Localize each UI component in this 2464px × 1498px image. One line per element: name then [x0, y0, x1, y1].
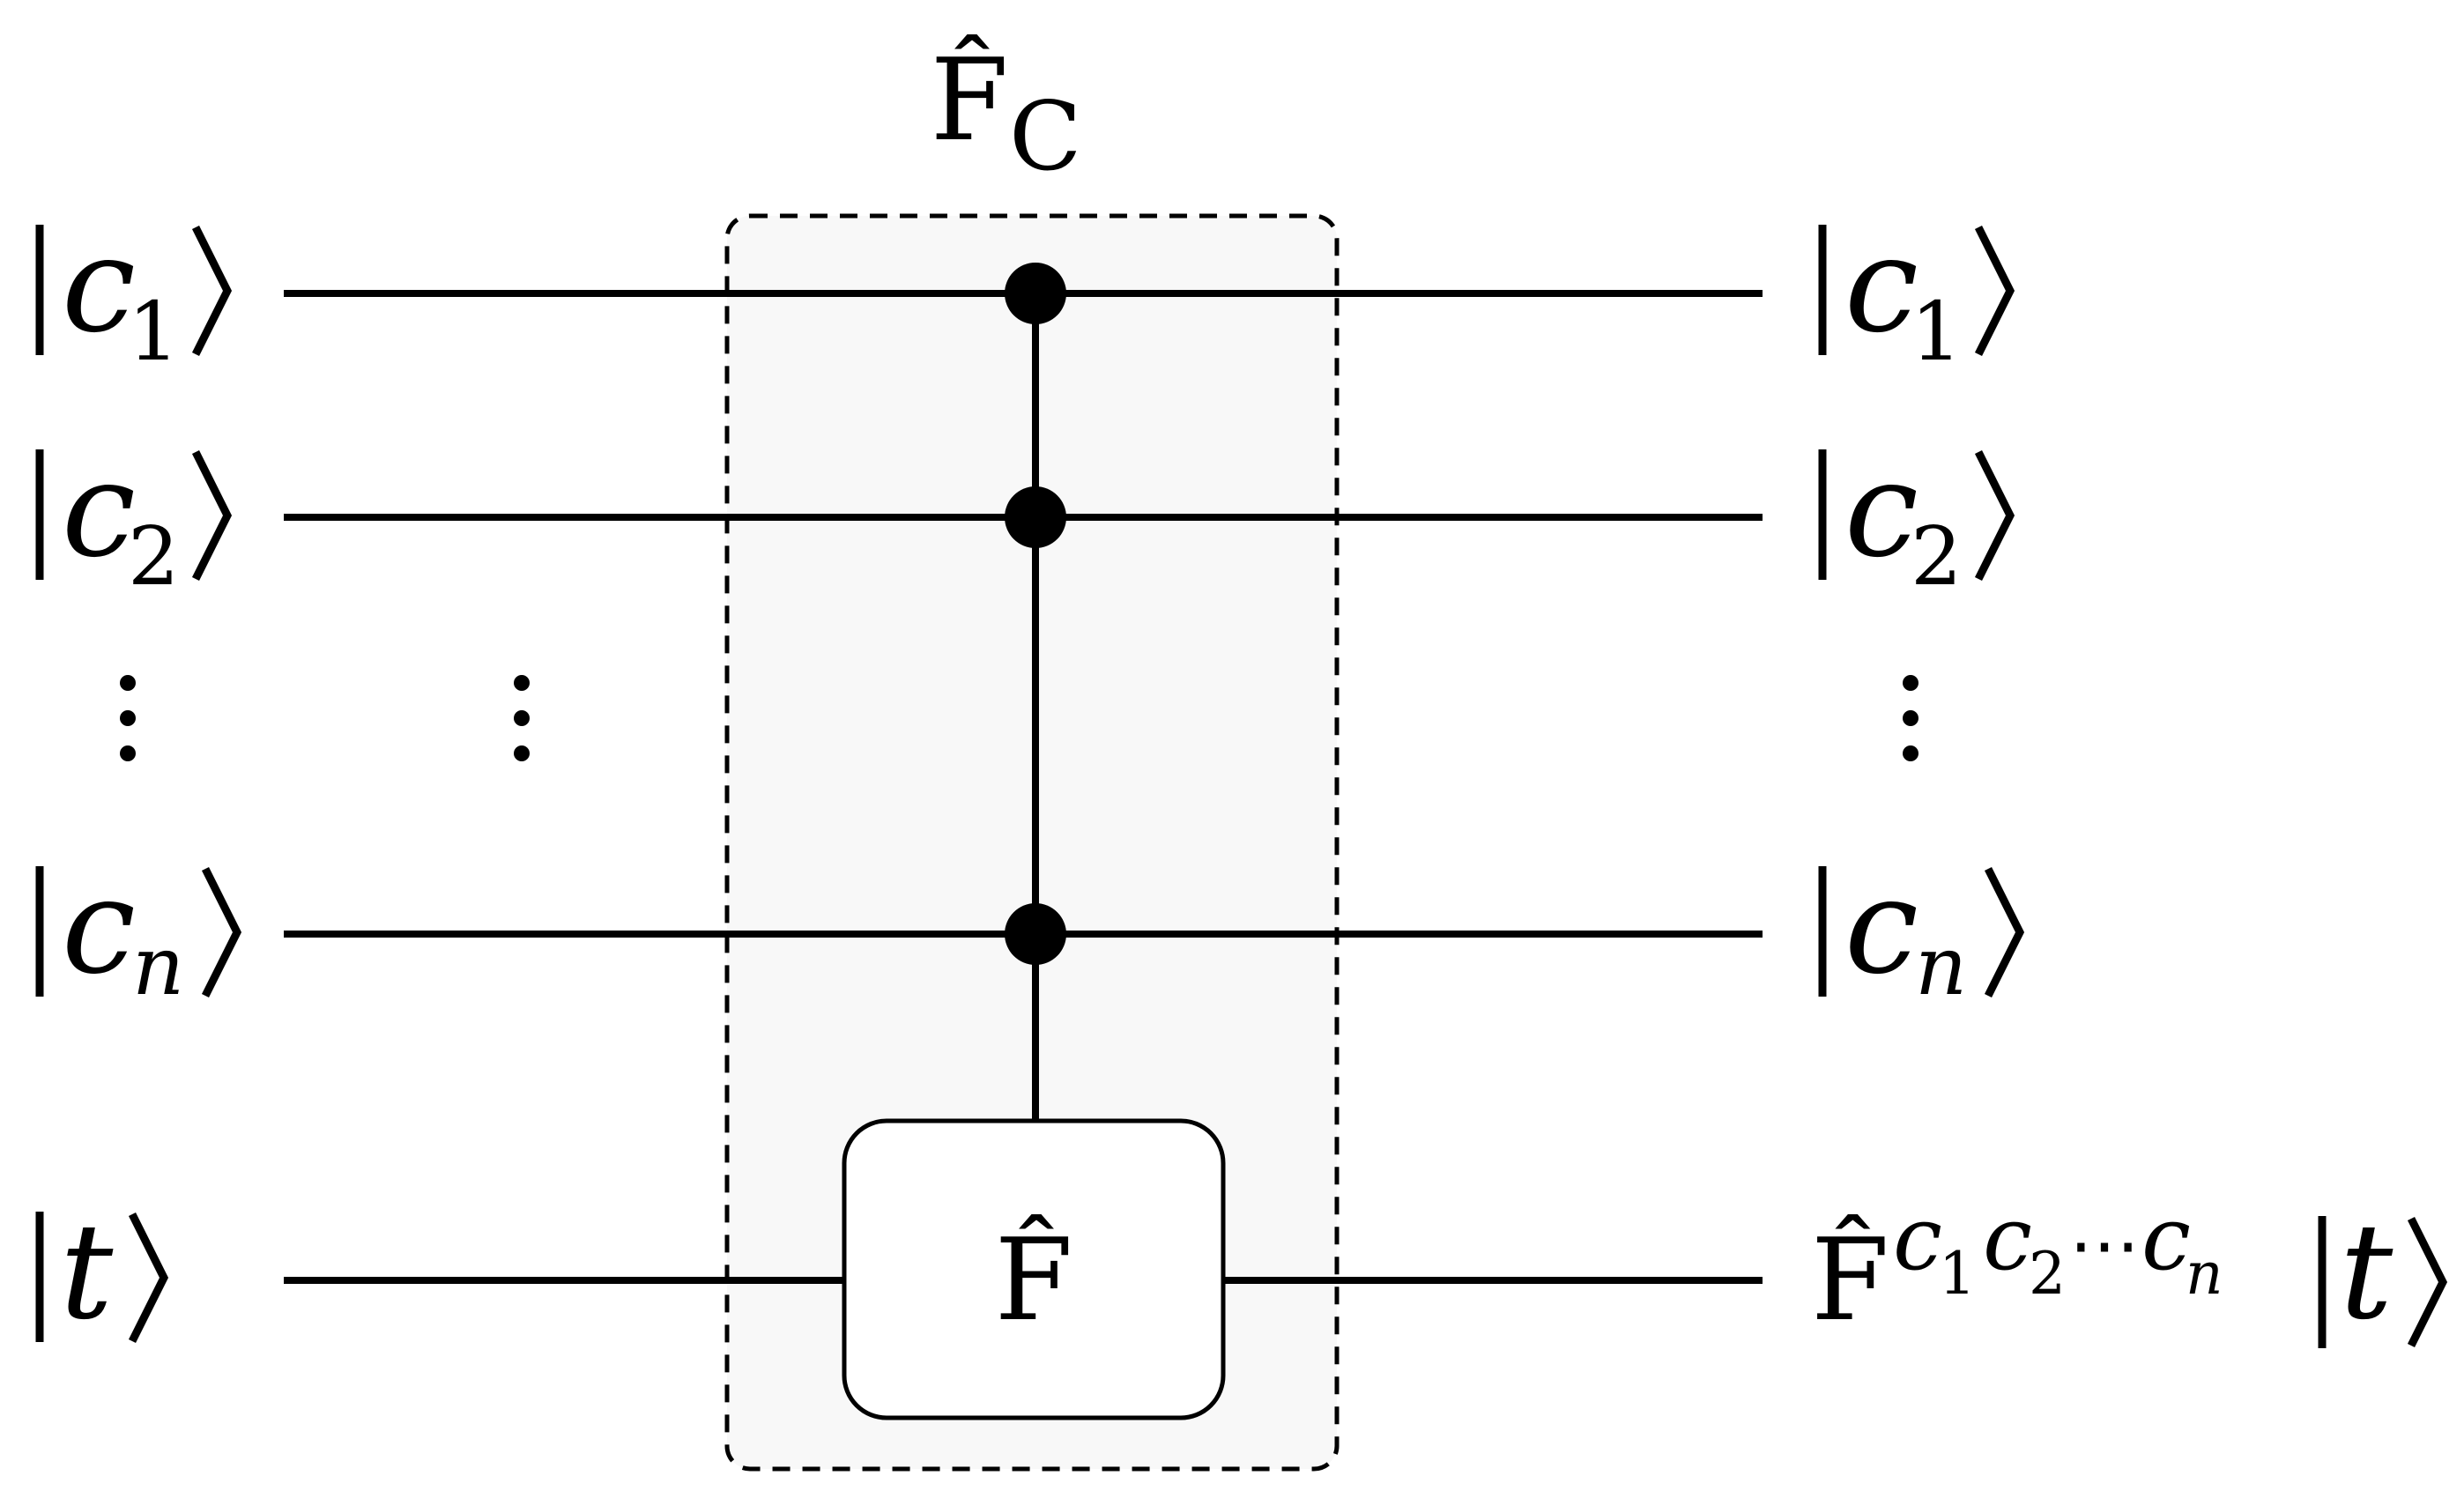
ellipsis-right — [1903, 675, 1919, 761]
input-ket-cn: c n — [35, 850, 242, 1013]
svg-text:n: n — [1915, 919, 1967, 1013]
output-ket-c1: c 1 — [1818, 209, 2015, 379]
svg-text:1: 1 — [1939, 1240, 1976, 1308]
control-dot-c1 — [1005, 263, 1066, 324]
svg-text:c: c — [1983, 1187, 2032, 1290]
svg-text:c: c — [1844, 850, 1919, 1004]
svg-text:c: c — [1844, 434, 1919, 587]
control-dot-c2 — [1005, 486, 1066, 548]
target-output-operator: F̂ — [1811, 1214, 1889, 1346]
svg-text:2: 2 — [2029, 1240, 2066, 1308]
controlled-gate-title-subscript: C — [1009, 82, 1082, 192]
svg-text:1: 1 — [128, 285, 180, 379]
controlled-gate-title-symbol: F̂ — [931, 34, 1009, 167]
output-ket-cn: c n — [1818, 850, 2025, 1013]
svg-text:n: n — [132, 919, 184, 1013]
control-dot-cn — [1005, 903, 1066, 965]
input-ket-c1: c 1 — [35, 209, 233, 379]
svg-text:1: 1 — [1911, 285, 1963, 379]
svg-text:c: c — [62, 850, 136, 1004]
output-ket-c2: c 2 — [1818, 434, 2015, 604]
svg-text:c: c — [2141, 1187, 2191, 1290]
svg-text:c: c — [1893, 1187, 1942, 1290]
svg-text:c: c — [62, 209, 136, 362]
svg-text:t: t — [60, 1196, 114, 1349]
svg-text:c: c — [62, 434, 136, 587]
controlled-gate-title: F̂ C — [931, 34, 1082, 192]
svg-text:t: t — [2340, 1196, 2393, 1349]
svg-text:2: 2 — [1911, 509, 1963, 604]
target-output-expression: F̂ c 1 c 2 ⋯ c n t — [1811, 1187, 2448, 1349]
input-ket-c2: c 2 — [35, 434, 233, 604]
ellipsis-middle — [514, 675, 530, 761]
input-ket-t: t — [35, 1196, 169, 1349]
ellipsis-left — [120, 675, 136, 761]
svg-text:2: 2 — [128, 509, 180, 604]
svg-text:n: n — [2186, 1240, 2223, 1308]
svg-text:⋯: ⋯ — [2069, 1204, 2140, 1286]
target-gate-label: F̂ — [995, 1214, 1073, 1346]
target-gate-box — [842, 1118, 1226, 1420]
svg-text:c: c — [1844, 209, 1919, 362]
